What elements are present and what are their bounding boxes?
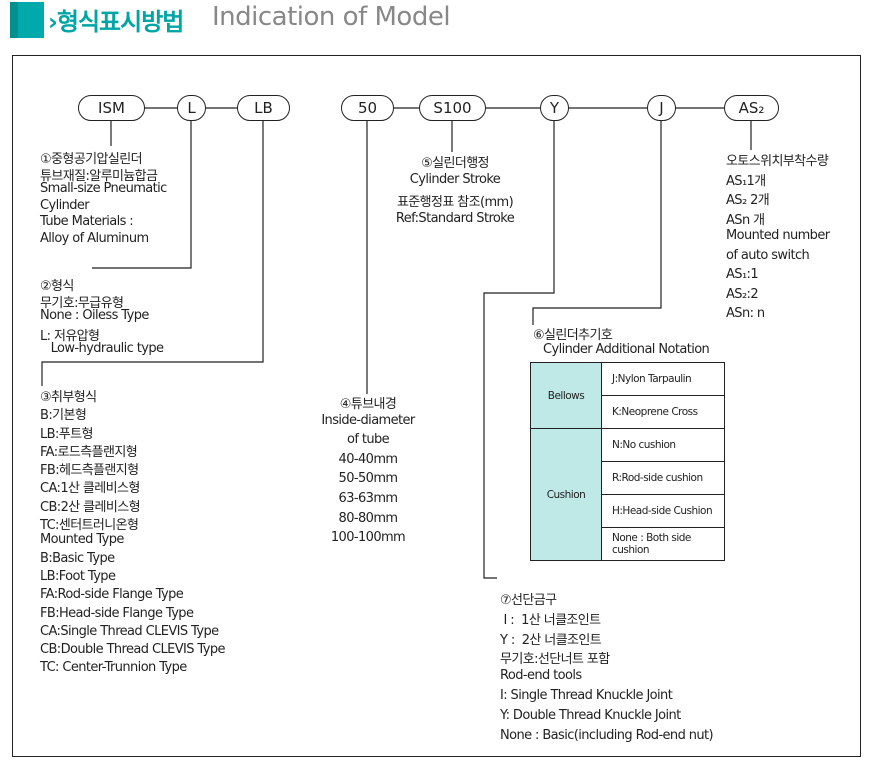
line: AS₂:2 [726, 286, 759, 302]
line: ③취부형식 [40, 390, 97, 405]
line: Y: Double Thread Knuckle Joint [500, 707, 681, 723]
line: FB:Head-side Flange Type [40, 605, 194, 621]
line: I: Single Thread Knuckle Joint [500, 687, 673, 703]
line: ASn: n [726, 306, 765, 321]
line: Low-hydraulic type [40, 341, 164, 356]
line: LB:Foot Type [40, 568, 116, 584]
line: ⑦선단금구 [500, 593, 557, 608]
line: ④튜브내경 [339, 397, 397, 412]
code-rod-end: Y [540, 95, 569, 121]
line: 튜브재질:알루미늄합금 [40, 168, 158, 184]
line: 40-40mm [338, 451, 399, 467]
line: B:Basic Type [40, 550, 115, 566]
line: of auto switch [726, 247, 810, 263]
line: 63-63mm [338, 490, 399, 506]
additional-notation-heading: ⑥실린더추기호 Cylinder Additional Notation [533, 324, 710, 360]
line: Rod-end tools [500, 668, 582, 684]
table-cell: H:Head-side Cushion [601, 494, 725, 528]
line: AS₁:1 [726, 267, 759, 282]
line: 무기호:선단너트 포함 [500, 652, 610, 668]
line: Y : 2산 너클조인트 [500, 632, 602, 648]
line: 표준행정표 참조(mm) [396, 195, 514, 210]
line: ②형식 [40, 279, 74, 294]
line: Small-size Pneumatic [40, 181, 167, 196]
line: FA:Rod-side Flange Type [40, 587, 184, 603]
line: Mounted number [726, 228, 830, 243]
title-korean: ›형식표시방법 [48, 8, 184, 36]
code-auto-switch: AS₂ [724, 95, 779, 121]
line: Tube Materials : [40, 214, 134, 229]
line: B:기본형 [40, 408, 87, 424]
group-cushion: Cushion [530, 428, 602, 561]
line: TC:센터트러니온형 [40, 518, 139, 534]
table-cell: R:Rod-side cushion [601, 461, 725, 495]
table-cell: K:Neoprene Cross [601, 395, 725, 429]
line: Cylinder Stroke [409, 171, 501, 187]
line: 오토스위치부착수량 [726, 154, 829, 169]
code-type: L [177, 95, 206, 121]
line: AS₂ 2개 [726, 193, 770, 208]
line: Mounted Type [40, 532, 124, 548]
table-cell: J:Nylon Tarpaulin [601, 362, 725, 396]
group-bellows: Bellows [530, 362, 602, 429]
table-cell: None : Both side cushion [601, 527, 725, 561]
line: FA:로드측플랜지형 [40, 444, 138, 460]
line: CA:1산 클레비스형 [40, 481, 140, 497]
table-row: None : Both side cushion [531, 527, 725, 561]
line: Cylinder Additional Notation [543, 342, 710, 357]
line: of tube [346, 432, 390, 448]
line: CB:Double Thread CLEVIS Type [40, 642, 225, 658]
code-ism: ISM [78, 95, 145, 121]
line: Alloy of Aluminum [40, 230, 149, 246]
connector-lines [41, 107, 752, 579]
line: 100-100mm [330, 530, 406, 546]
line: I : 1산 너클조인트 [500, 612, 602, 628]
code-additional: J [647, 95, 676, 121]
line: 무기호:무급유형 [40, 295, 124, 311]
table-cell: N:No cushion [601, 428, 725, 462]
table-row: R:Rod-side cushion [531, 461, 725, 495]
code-bore: 50 [341, 95, 394, 121]
header-accent-dark [10, 2, 18, 38]
code-stroke: S100 [419, 95, 486, 121]
line: TC: Center-Trunnion Type [40, 660, 187, 676]
line: FB:헤드측플랜지형 [40, 463, 139, 479]
line: Inside-diameter [321, 412, 415, 428]
line: AS₁1개 [726, 173, 766, 189]
title-english: Indication of Model [212, 2, 451, 32]
line: 80-80mm [338, 510, 399, 526]
line: ⑤실린더행정 [421, 156, 489, 171]
line: LB:푸트형 [40, 426, 93, 442]
line: Cylinder [40, 197, 90, 213]
line: Ref:Standard Stroke [395, 210, 515, 226]
line: L: 저유압형 [40, 328, 100, 344]
line: CA:Single Thread CLEVIS Type [40, 623, 219, 639]
line: ⑥실린더추기호 [533, 328, 613, 343]
line: 50-50mm [338, 471, 399, 487]
code-mounting: LB [237, 95, 290, 121]
line: ①중형공기압실린더 [40, 152, 143, 167]
line: None : Oiless Type [40, 308, 149, 323]
line: CB:2산 클레비스형 [40, 499, 141, 515]
mounting-description: ③취부형식 B:기본형 LB:푸트형 FA:로드측플랜지형 FB:헤드측플랜지형 CA:1… [40, 386, 225, 679]
line: ASn 개 [726, 212, 765, 228]
